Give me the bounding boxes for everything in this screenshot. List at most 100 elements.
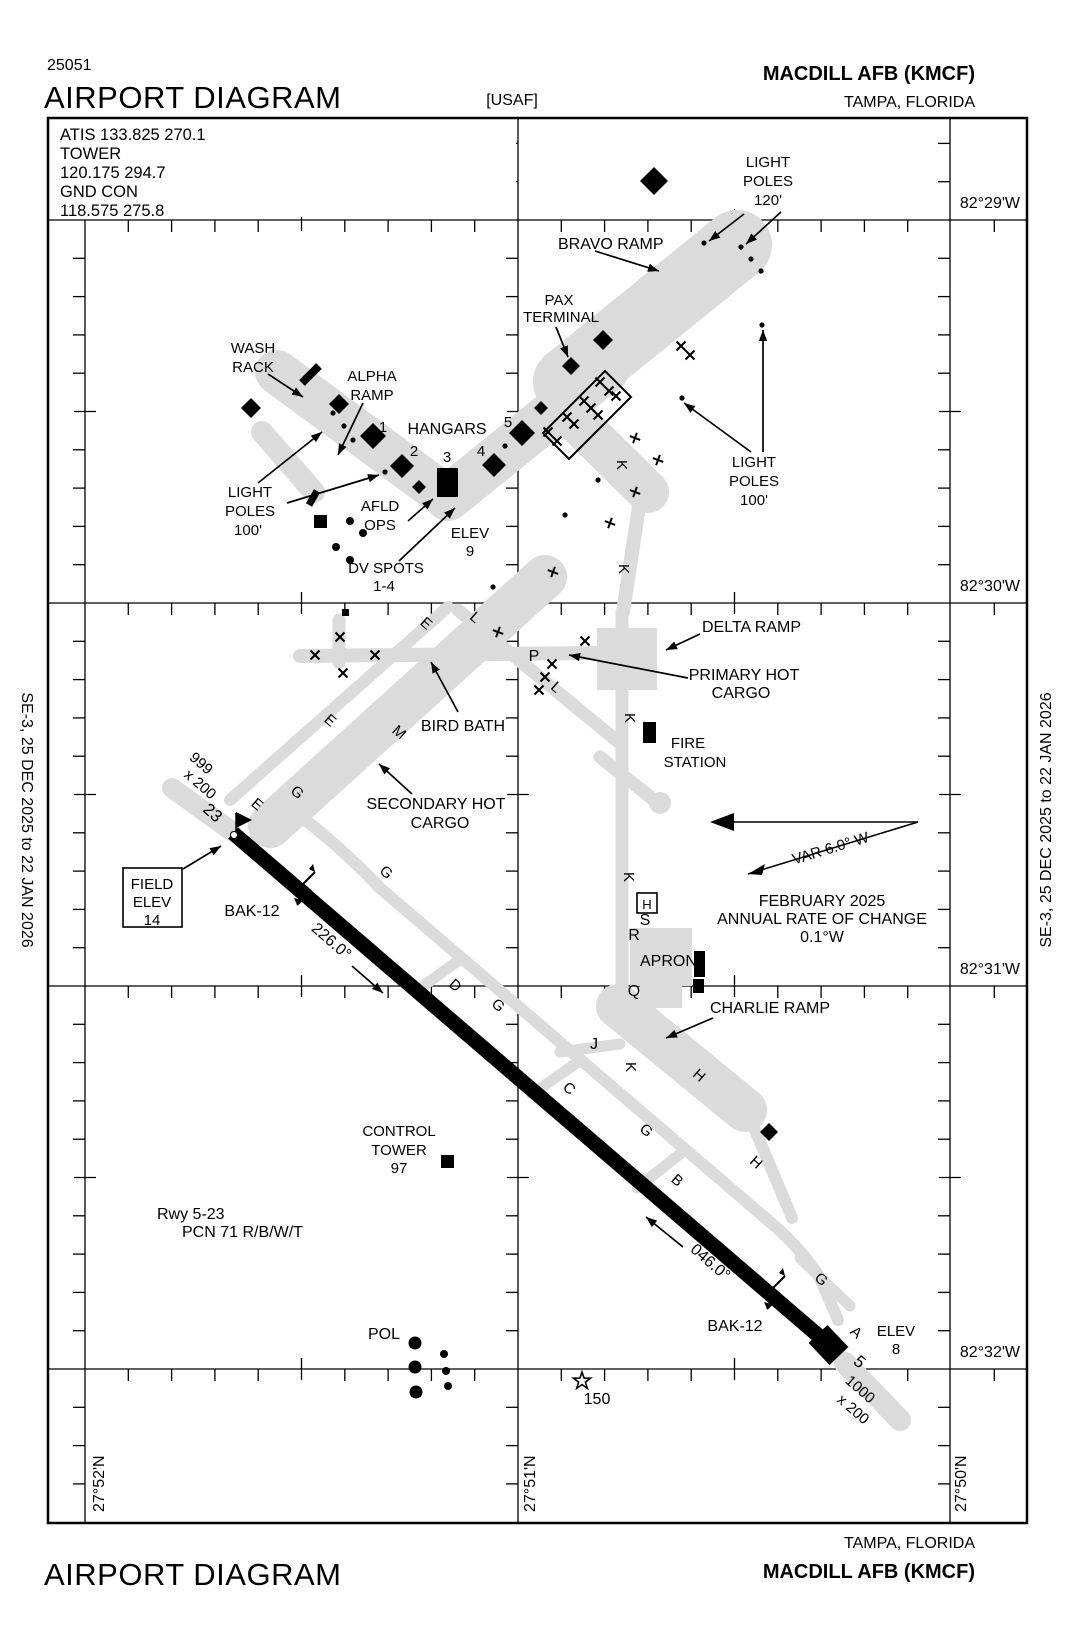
buildings-layer <box>241 167 778 1168</box>
taxiway-h <box>742 1108 798 1224</box>
leader-arrow <box>257 431 323 484</box>
dv-spot-dot <box>346 556 354 564</box>
leader-arrow <box>398 507 456 562</box>
closed-taxiway-x-icon <box>579 635 591 647</box>
map-label: 5 <box>504 414 512 431</box>
leader-arrowhead-icon <box>444 508 455 519</box>
longitude-label: 82°32'W <box>960 1344 1021 1361</box>
map-label: POLES <box>729 473 779 490</box>
longitude-label: 82°30'W <box>960 578 1021 595</box>
leader-arrowhead-icon <box>684 403 696 413</box>
closed-taxiway-x-icon <box>675 340 687 352</box>
airport-city: TAMPA, FLORIDA <box>844 94 975 111</box>
magnetic-variation-arrow <box>710 813 919 875</box>
map-label: FEBRUARY 2025 <box>759 893 886 910</box>
secondary-hot-cargo-taxiway <box>248 555 567 848</box>
map-label: HANGARS <box>407 421 486 438</box>
apron-pavement <box>630 928 692 986</box>
map-label: CONTROL <box>362 1123 435 1140</box>
closed-taxiway-plus-icon <box>550 566 556 578</box>
leader-arrowhead-icon <box>746 233 757 244</box>
closed-taxiway-x-icon <box>369 649 381 661</box>
taxiway-k-north <box>616 493 647 619</box>
page-title: AIRPORT DIAGRAM <box>44 80 341 115</box>
building-rect <box>643 722 656 743</box>
leader-arrowhead-icon <box>758 330 768 341</box>
grid-layer <box>46 116 1029 1525</box>
leader-arrowhead-icon <box>421 499 433 510</box>
map-label: CARGO <box>712 685 771 702</box>
leader-arrowhead-icon <box>310 432 322 443</box>
alpha-ramp-spur <box>251 421 325 503</box>
taxiway-j-stub <box>554 1038 626 1058</box>
building-rect <box>693 979 704 993</box>
map-label: SECONDARY HOT <box>367 796 506 813</box>
map-label: J <box>590 1036 598 1053</box>
closed-taxiway-x-icon <box>533 684 545 696</box>
leader-arrows-layer <box>182 211 782 1248</box>
leader-arrowhead-icon <box>379 764 390 775</box>
map-label: PAX <box>545 292 574 309</box>
map-label: 100' <box>234 522 262 539</box>
map-label: S <box>640 912 651 929</box>
header: 25051 AIRPORT DIAGRAM [USAF] MACDILL AFB… <box>44 57 975 115</box>
map-label: H <box>642 897 651 912</box>
light-pole-dot <box>738 244 744 250</box>
dv-spot-dot <box>359 529 367 537</box>
helipad-box <box>636 892 658 914</box>
building-diamond <box>562 357 580 375</box>
map-label: 100' <box>740 492 768 509</box>
map-label: TOWER <box>371 1142 427 1159</box>
map-label: 150 <box>584 1391 611 1408</box>
pol-tank-dot <box>409 1385 423 1399</box>
overrun-runway23 <box>162 778 240 840</box>
bak12-symbol-northwest <box>294 864 316 906</box>
latitude-label: 27°50'N <box>953 1455 970 1512</box>
closed-parking-area-outline <box>541 369 633 461</box>
map-label: ELEV <box>451 525 489 542</box>
leader-arrowhead-icon <box>647 263 659 272</box>
map-label: C <box>559 1079 578 1099</box>
closed-taxiway-x-icon <box>603 385 615 397</box>
map-label: APRON <box>640 953 697 970</box>
closed-taxiway-x-icon <box>578 395 590 407</box>
map-label: 1-4 <box>373 578 395 595</box>
building-rect <box>437 468 458 497</box>
closed-taxiway-x-icon <box>309 649 321 661</box>
light-pole-dot <box>748 256 754 262</box>
latitude-label: 27°52'N <box>91 1455 108 1512</box>
comm-frequency-line: 120.175 294.7 <box>60 164 166 182</box>
central-spur <box>554 399 669 513</box>
light-pole-dot <box>759 322 765 328</box>
map-label: Q <box>628 983 640 1000</box>
pol-tank-dot-small <box>444 1382 452 1390</box>
map-label: K <box>621 713 638 723</box>
pavement-marks-layer <box>309 240 765 1399</box>
map-label: STATION <box>664 754 727 771</box>
map-label: 4 <box>477 443 485 460</box>
chart-border <box>46 116 1029 1525</box>
map-label: 97 <box>391 1160 408 1177</box>
map-label: PCN 71 R/B/W/T <box>182 1224 303 1241</box>
closed-taxiway-x-icon <box>337 667 349 679</box>
runway-5-23 <box>228 812 849 1365</box>
variation-arrowhead-icon <box>710 813 734 831</box>
map-label: PRIMARY HOT <box>689 667 800 684</box>
closed-taxiway-x-icon <box>542 426 554 438</box>
closed-taxiway-x-icon <box>561 411 573 423</box>
map-label: 1 <box>379 419 387 436</box>
map-label: LIGHT <box>732 454 776 471</box>
closed-taxiway-x-icon <box>684 349 696 361</box>
leader-arrowhead-icon <box>291 387 303 397</box>
bird-bath-pad <box>649 792 671 814</box>
building-diamond <box>482 453 506 477</box>
building-diamond <box>593 330 613 350</box>
chart-number: 25051 <box>47 57 92 74</box>
light-pole-dot <box>490 584 496 590</box>
wash-rack-pad <box>262 354 316 406</box>
margin-notes: SE-3, 25 DEC 2025 to 22 JAN 2026 SE-3, 2… <box>18 692 1055 947</box>
